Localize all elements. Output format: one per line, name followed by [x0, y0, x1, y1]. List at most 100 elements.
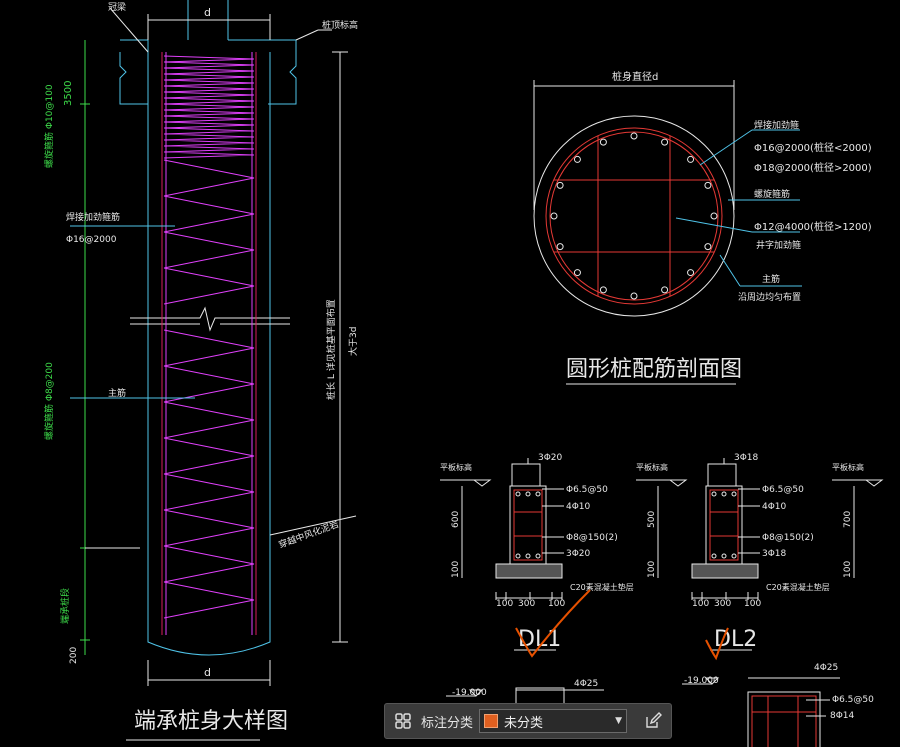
bottom-bar: [515, 553, 521, 559]
main-bar-dot: [704, 243, 712, 251]
main-bar-dot: [573, 155, 581, 163]
spiral-dense-path: [163, 55, 255, 159]
pile-elevation-title: 端承桩身大样图: [134, 709, 288, 734]
main-bar-dot: [556, 181, 564, 189]
bottom-dim-0: 100: [496, 599, 513, 609]
base-label: 100: [843, 561, 853, 578]
top-bar: [535, 491, 541, 497]
elev-marker: [472, 479, 492, 487]
pile-top-label: 桩顶标高: [322, 19, 358, 31]
top-label: 3Φ20: [538, 453, 563, 463]
top-bar: [711, 491, 717, 497]
bottom-bar: [711, 553, 717, 559]
spiral-sparse: [163, 159, 255, 619]
weld-label: 焊接加劲箍: [754, 119, 799, 131]
lower-top-b: 4Φ25: [814, 663, 838, 673]
main-bar-dot: [687, 155, 695, 163]
lower-stirrup-b: Φ6.5@50: [832, 695, 874, 705]
height-label: 700: [843, 511, 853, 528]
side-label: 4Φ10: [762, 502, 787, 512]
beam-section-1: 平板标高6001003Φ20Φ6.5@504Φ10Φ8@150(2)3Φ20C2…: [440, 453, 634, 652]
cross-label: 井字加劲箍: [756, 239, 801, 251]
stirrup-label: Φ6.5@50: [762, 485, 804, 495]
height-label: 600: [451, 511, 461, 528]
bottom-dim-0: 100: [692, 599, 709, 609]
main-bar-dot: [661, 138, 669, 146]
category-color-swatch: [484, 714, 499, 728]
elev-label: 平板标高: [440, 462, 472, 472]
elev-marker: [864, 479, 884, 487]
bottom-dim-1: 300: [714, 599, 731, 609]
spiral-dense: [163, 55, 255, 159]
bottom-bar: [721, 553, 727, 559]
section-title: 圆形桩配筋剖面图: [566, 357, 742, 382]
diameter-label: 桩身直径d: [612, 70, 658, 83]
category-label: 标注分类: [421, 715, 474, 731]
grid-apps-icon[interactable]: [391, 709, 415, 733]
spiral-mid-label: 螺旋箍筋 Φ8@200: [43, 362, 55, 440]
spec-1: Φ16@2000(桩径<2000): [754, 141, 872, 154]
elev-label: 平板标高: [636, 462, 668, 472]
break-line: [130, 306, 290, 332]
base-label: 100: [647, 561, 657, 578]
spiral-sparse-path-a: [163, 159, 255, 305]
concrete-label: C20素混凝土垫层: [766, 582, 830, 592]
top-bar: [515, 491, 521, 497]
weld-rib-spec: Φ16@2000: [66, 235, 117, 245]
beam-name: DL1: [518, 627, 561, 652]
guan-label: 冠梁: [108, 1, 126, 13]
bottom-dim-2: 100: [744, 599, 761, 609]
main-bar-dot: [704, 181, 712, 189]
weld-rib-label: 焊接加劲箍筋: [66, 211, 120, 223]
main-bar-dot: [661, 286, 669, 294]
main-dist-label: 沿周边均匀布置: [738, 291, 801, 303]
pile-length-label: 桩长 L 详见桩基平面布置: [325, 299, 337, 400]
main-bar-dot: [630, 132, 638, 140]
bottom-dim-1: 300: [518, 599, 535, 609]
elev-marker: [668, 479, 688, 487]
dim-top-label: 3500: [63, 81, 74, 106]
base-label: 100: [451, 561, 461, 578]
top-d-label: d: [204, 6, 211, 19]
main-bar-dot: [630, 292, 638, 300]
main-bars-ring: [550, 132, 718, 300]
main-bar-dot: [599, 138, 607, 146]
lower-top-a: 4Φ25: [574, 679, 598, 689]
main-bar-dot: [687, 269, 695, 277]
concrete-label: C20素混凝土垫层: [570, 582, 634, 592]
main-bar-label: 主筋: [108, 387, 126, 399]
stirrup-outline: [709, 489, 739, 561]
annotation-check-2: [705, 627, 729, 661]
beam-section-3: 平板标高 700 100: [832, 462, 884, 578]
stirrup-outline: [513, 489, 543, 561]
bottom-bar: [731, 553, 737, 559]
spiral-sparse-path-b: [163, 329, 255, 619]
beam-name: DL2: [714, 627, 757, 652]
spec-3: Φ12@4000(桩径>1200): [754, 220, 872, 233]
edit-icon[interactable]: [641, 709, 665, 733]
pile-section: 桩身直径d 焊接加劲箍 Φ16@2000(桩径<2000) Φ18@2000(桩…: [533, 70, 872, 385]
side-label: 4Φ10: [566, 502, 591, 512]
top-label: 3Φ18: [734, 453, 759, 463]
annotation-check-1: [515, 589, 591, 658]
category-select[interactable]: 未分类 ▼: [479, 709, 627, 733]
beam-top-outline: [511, 463, 541, 486]
pile-body-outline: [147, 52, 271, 656]
main-bar-dot: [556, 243, 564, 251]
height-label: 500: [647, 511, 657, 528]
bottom-dim-2: 100: [548, 599, 565, 609]
lower-elev-a: -19.000: [452, 688, 487, 698]
spiral-label: 螺旋箍筋: [754, 188, 790, 200]
pile-elevation: d 冠梁 桩顶标高 3500 螺旋箍筋 Φ10@100 焊接加劲箍筋 Φ16@2…: [43, 0, 359, 741]
top-bar: [525, 491, 531, 497]
bottom-bar: [525, 553, 531, 559]
annotation-toolbar: 标注分类 未分类 ▼: [384, 703, 672, 739]
tie-label: Φ8@150(2): [566, 533, 618, 543]
bottom_label-label: 3Φ18: [762, 549, 787, 559]
top-bar: [731, 491, 737, 497]
bottom-d-label: d: [204, 666, 211, 679]
beam-outline: [705, 485, 743, 565]
elev-label: 平板标高: [832, 462, 864, 472]
beam-section-2: 平板标高5001003Φ18Φ6.5@504Φ10Φ8@150(2)3Φ18C2…: [636, 453, 830, 652]
